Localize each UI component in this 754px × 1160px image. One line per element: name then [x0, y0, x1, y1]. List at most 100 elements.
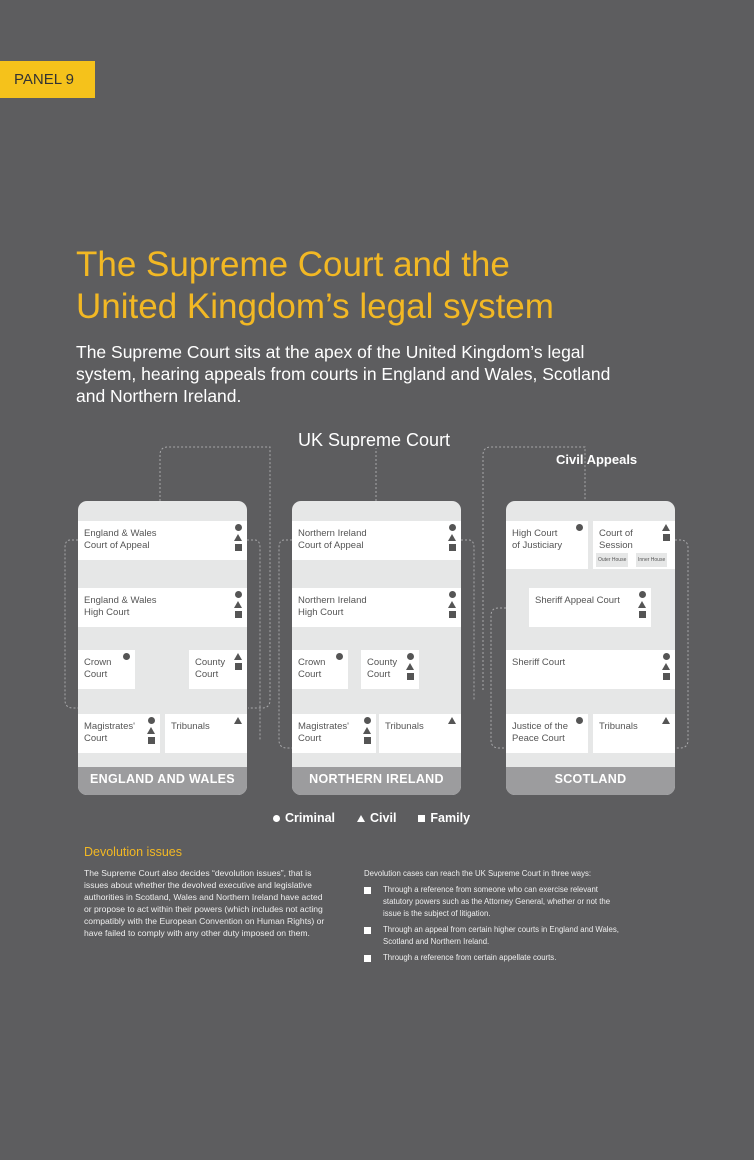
devolution-ways: Devolution cases can reach the UK Suprem… — [364, 868, 624, 964]
legend-label: Civil — [370, 811, 397, 825]
square-icon — [234, 663, 242, 670]
jurisdiction-symbols — [576, 717, 583, 724]
page-title: The Supreme Court and the United Kingdom… — [76, 244, 696, 328]
court-box: Tribunals — [165, 714, 247, 753]
circle-icon — [406, 653, 414, 660]
jurisdiction-symbols — [448, 717, 456, 724]
square-icon — [234, 611, 242, 618]
title-line: The Supreme Court and the — [76, 245, 510, 284]
court-box: Crown Court — [292, 650, 348, 689]
square-icon — [662, 534, 670, 541]
jurisdiction-symbols — [576, 524, 583, 531]
court-name: Northern Ireland High Court — [298, 595, 367, 618]
court-box: Northern Ireland High Court — [292, 588, 461, 627]
court-name: Crown Court — [84, 657, 112, 680]
jurisdiction-symbols — [662, 653, 670, 680]
court-name: High Court of Justiciary — [512, 528, 563, 551]
panel-tag: PANEL 9 — [0, 61, 95, 98]
court-box: County Court — [361, 650, 419, 689]
court-box: Tribunals — [593, 714, 675, 753]
court-name: Magistrates' Court — [298, 721, 349, 744]
circle-icon — [336, 653, 343, 660]
legend-label: Family — [430, 811, 471, 825]
court-box: Crown Court — [78, 650, 135, 689]
jurisdiction-symbols — [123, 653, 130, 660]
court-division: Inner House — [636, 553, 668, 567]
court-box: Sheriff Court — [506, 650, 675, 689]
square-icon — [638, 611, 646, 618]
way-item: Through an appeal from certain higher co… — [364, 924, 624, 948]
court-name: Sheriff Appeal Court — [535, 595, 620, 606]
circle-icon — [448, 524, 456, 531]
circle-icon — [147, 717, 155, 724]
court-box: County Court — [189, 650, 247, 689]
court-box: High Court of Justiciary — [506, 521, 588, 569]
court-name: Tribunals — [171, 721, 210, 732]
court-name: England & Wales Court of Appeal — [84, 528, 157, 551]
circle-icon — [363, 717, 371, 724]
circle-icon — [234, 524, 242, 531]
jurisdiction-symbols — [662, 524, 670, 541]
jurisdiction-symbols — [662, 717, 670, 724]
jurisdiction-symbols — [336, 653, 343, 660]
jurisdiction-symbols — [234, 524, 242, 551]
court-name: Tribunals — [385, 721, 424, 732]
square-icon — [363, 737, 371, 744]
court-name: Crown Court — [298, 657, 326, 680]
triangle-icon — [448, 534, 456, 541]
jurisdiction-symbols — [638, 591, 646, 618]
jurisdiction-symbols — [406, 653, 414, 680]
square-icon — [147, 737, 155, 744]
jurisdiction-symbols — [147, 717, 155, 744]
intro-text: The Supreme Court sits at the apex of th… — [76, 342, 611, 406]
jurisdiction-symbols — [234, 717, 242, 724]
square-icon — [448, 611, 456, 618]
uk-supreme-court-label: UK Supreme Court — [298, 430, 451, 450]
court-name: Sheriff Court — [512, 657, 566, 668]
legend-item: Family — [418, 811, 470, 825]
triangle-icon — [448, 601, 456, 608]
triangle-icon — [662, 717, 670, 724]
triangle-icon — [406, 663, 414, 670]
triangle-icon — [147, 727, 155, 734]
square-icon — [448, 544, 456, 551]
title-line: United Kingdom’s legal system — [76, 287, 554, 326]
square-icon — [406, 673, 414, 680]
civil-appeals-label: Civil Appeals — [556, 452, 638, 467]
court-name: County Court — [195, 657, 226, 680]
court-name: Court of Session — [599, 528, 633, 551]
panel-name: England and Wales — [78, 767, 247, 795]
court-box: Tribunals — [379, 714, 461, 753]
circle-icon — [123, 653, 130, 660]
devolution-heading: Devolution issues — [84, 845, 182, 859]
court-box: Magistrates' Court — [292, 714, 376, 753]
court-division: Outer House — [596, 553, 629, 567]
triangle-icon — [357, 814, 366, 822]
court-box: Magistrates' Court — [78, 714, 160, 753]
triangle-icon — [662, 663, 670, 670]
circle-icon — [576, 524, 583, 531]
triangle-icon — [234, 601, 242, 608]
court-name: Justice of the Peace Court — [512, 721, 568, 744]
jurisdiction-symbols — [234, 591, 242, 618]
legend: Criminal Civil Family — [273, 811, 470, 825]
court-name: Magistrates' Court — [84, 721, 135, 744]
panel-name: Northern Ireland — [292, 767, 461, 795]
square-icon — [234, 544, 242, 551]
circle-icon — [638, 591, 646, 598]
triangle-icon — [448, 717, 456, 724]
court-name: England & Wales High Court — [84, 595, 157, 618]
triangle-icon — [638, 601, 646, 608]
legend-label: Criminal — [285, 811, 336, 825]
triangle-icon — [234, 717, 242, 724]
devolution-paragraph: The Supreme Court also decides “devoluti… — [84, 868, 325, 938]
way-item: Through a reference from certain appella… — [364, 952, 624, 964]
jurisdiction-symbols — [448, 591, 456, 618]
triangle-icon — [234, 653, 242, 660]
circle-icon — [576, 717, 583, 724]
triangle-icon — [662, 524, 670, 531]
legend-item: Civil — [357, 811, 396, 825]
jurisdiction-symbols — [363, 717, 371, 744]
